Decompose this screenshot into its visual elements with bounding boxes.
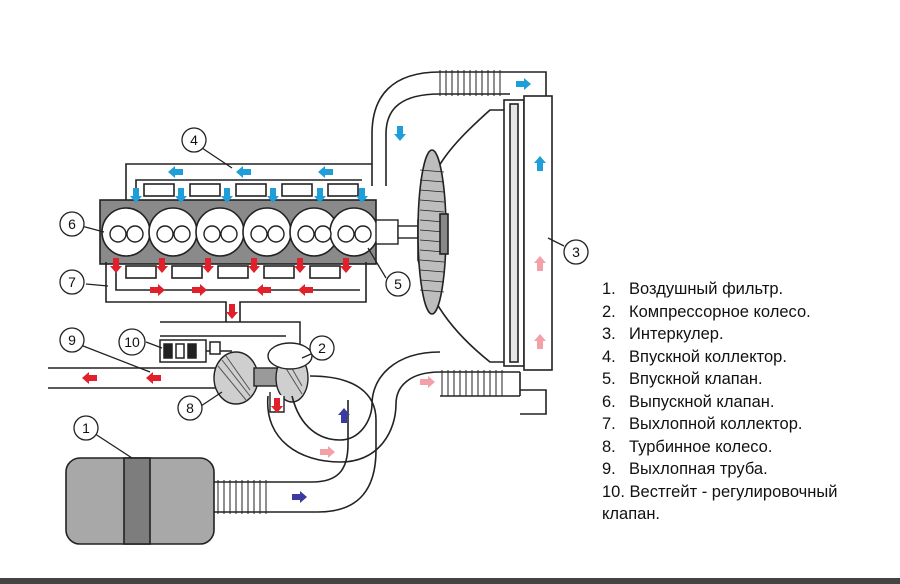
callout-8: 8 <box>186 400 194 416</box>
callout-3: 3 <box>572 244 580 260</box>
callout-2: 2 <box>318 340 326 356</box>
legend-item: 2.Компрессорное колесо. <box>602 302 811 321</box>
bottom-border <box>0 578 900 584</box>
legend-item: 4.Впускной коллектор. <box>602 347 787 366</box>
legend-item: 1.Воздушный фильтр. <box>602 280 784 298</box>
radiator-fan <box>417 109 521 363</box>
legend-item: 10. Вестгейт - регулировочный клапан. <box>602 482 838 524</box>
legend-item: 8.Турбинное колесо. <box>602 437 773 456</box>
intercooler-outlet-pipe <box>371 70 547 186</box>
engine-block <box>99 199 419 265</box>
callout-5: 5 <box>394 276 402 292</box>
callout-6: 6 <box>68 216 76 232</box>
air-filter <box>65 457 215 545</box>
callout-9: 9 <box>68 332 76 348</box>
exhaust-pipe <box>48 367 216 389</box>
legend-item: 9.Выхлопная труба. <box>602 460 768 478</box>
fresh-air-flow-arrows <box>292 408 350 503</box>
legend-item: 5.Впускной клапан. <box>602 370 763 388</box>
callout-1: 1 <box>82 420 90 436</box>
charge-pipe <box>267 351 547 463</box>
callout-labels: 1 2 3 4 5 6 7 8 9 10 <box>68 132 580 436</box>
callout-7: 7 <box>68 274 76 290</box>
legend: 1.Воздушный фильтр. 2.Компрессорное коле… <box>602 278 894 526</box>
callout-circles <box>59 127 589 441</box>
valves <box>109 225 372 243</box>
legend-item: 6.Выпускной клапан. <box>602 392 775 411</box>
wastegate <box>159 321 301 363</box>
legend-item: 7.Выхлопной коллектор. <box>602 415 803 433</box>
turbocharger <box>213 342 313 413</box>
callout-4: 4 <box>190 132 198 148</box>
intercooler <box>503 95 553 371</box>
legend-item: 3.Интеркулер. <box>602 325 724 343</box>
callout-10: 10 <box>124 334 140 350</box>
